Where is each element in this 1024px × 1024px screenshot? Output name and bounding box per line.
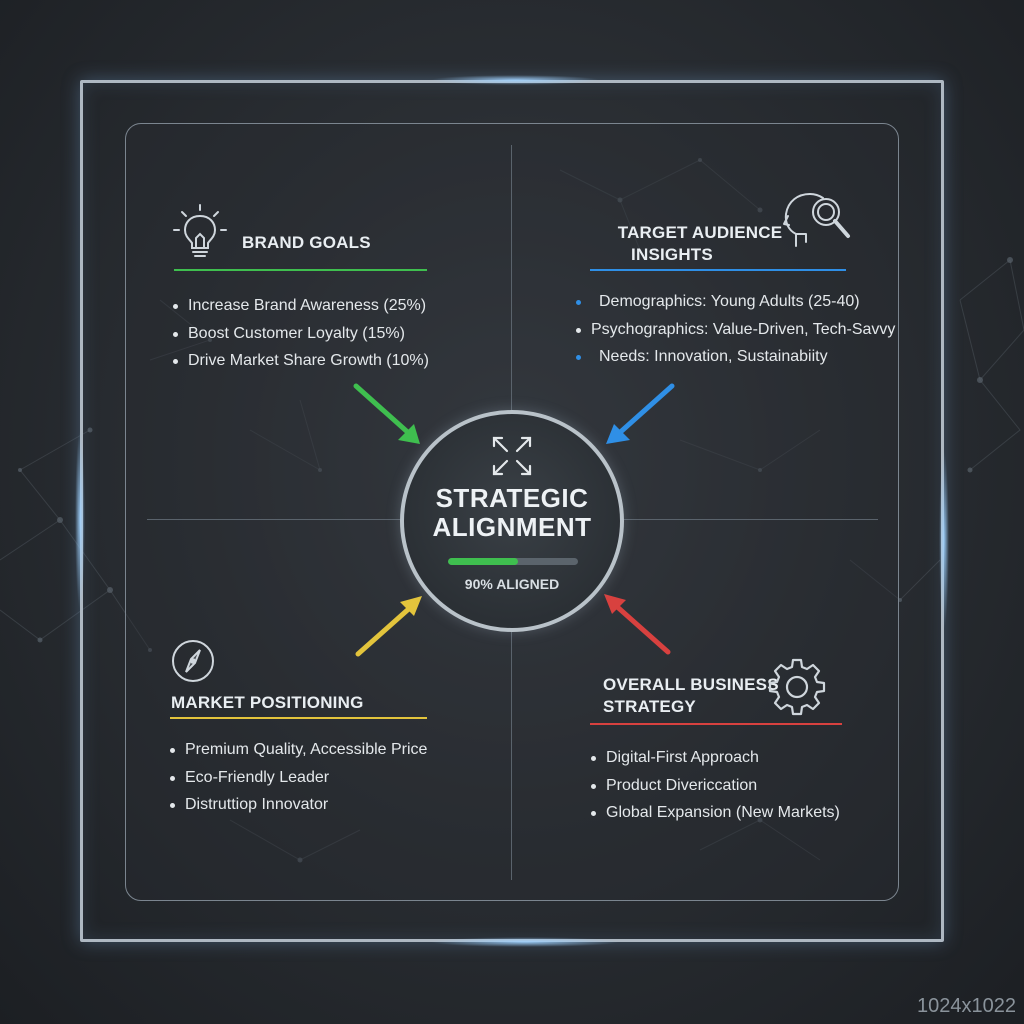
alignment-progress-label: 90% ALIGNED: [464, 576, 560, 592]
list-item: Demographics: Young Adults (25-40): [576, 288, 895, 316]
business-strategy-title-line1: OVERALL BUSINESS: [603, 675, 779, 694]
list-item: Digital-First Approach: [591, 744, 840, 772]
list-item: Premium Quality, Accessible Price: [170, 736, 427, 764]
alignment-progress-bar: [448, 558, 578, 565]
list-item: Global Expansion (New Markets): [591, 799, 840, 827]
list-item: Needs: Innovation, Sustainabiity: [576, 343, 895, 371]
market-positioning-list: Premium Quality, Accessible Price Eco-Fr…: [170, 736, 427, 819]
lightbulb-icon: [173, 204, 227, 257]
alignment-progress-fill: [448, 558, 519, 565]
business-strategy-title-line2: STRATEGY: [603, 697, 696, 716]
strategic-alignment-hub: [400, 410, 624, 632]
list-item: Distruttiop Innovator: [170, 791, 427, 819]
brand-goals-underline: [174, 269, 427, 271]
image-size-label: 1024x1022: [917, 995, 1016, 1017]
business-strategy-underline: [590, 723, 842, 725]
compass-icon: [172, 640, 214, 682]
list-item: Psychographics: Value-Driven, Tech-Savvy: [576, 316, 895, 344]
list-item: Increase Brand Awareness (25%): [173, 292, 429, 320]
frame-glow: [75, 430, 85, 610]
frame-glow: [430, 937, 620, 947]
target-audience-title: TARGET AUDIENCE INSIGHTS: [600, 222, 800, 266]
arrow-yellow: [355, 596, 422, 657]
target-audience-title-line1: TARGET AUDIENCE: [617, 223, 783, 242]
center-title-line1: STRATEGIC: [435, 483, 589, 513]
frame-glow: [430, 75, 600, 85]
arrow-green: [353, 383, 420, 444]
target-audience-underline: [590, 269, 846, 271]
list-item: Drive Market Share Growth (10%): [173, 347, 429, 375]
center-title-line2: ALIGNMENT: [432, 512, 592, 542]
brand-goals-list: Increase Brand Awareness (25%) Boost Cus…: [173, 292, 429, 375]
list-item: Boost Customer Loyalty (15%): [173, 320, 429, 348]
market-positioning-underline: [170, 717, 427, 719]
brand-goals-title: BRAND GOALS: [242, 233, 371, 252]
arrow-red: [604, 594, 671, 655]
market-positioning-title: MARKET POSITIONING: [171, 693, 364, 712]
center-title: STRATEGIC ALIGNMENT: [400, 484, 624, 542]
frame-glow: [939, 450, 949, 630]
business-strategy-list: Digital-First Approach Product Divericca…: [591, 744, 840, 827]
list-item: Product Divericcation: [591, 772, 840, 800]
gear-icon: [768, 658, 826, 716]
arrow-blue: [606, 383, 675, 444]
head-magnifier-icon: [783, 193, 850, 247]
target-audience-list: Demographics: Young Adults (25-40) Psych…: [576, 288, 895, 371]
list-item: Eco-Friendly Leader: [170, 764, 427, 792]
converge-arrows-icon: [492, 436, 532, 476]
target-audience-title-line2: INSIGHTS: [631, 245, 713, 264]
business-strategy-title: OVERALL BUSINESS STRATEGY: [603, 674, 779, 718]
